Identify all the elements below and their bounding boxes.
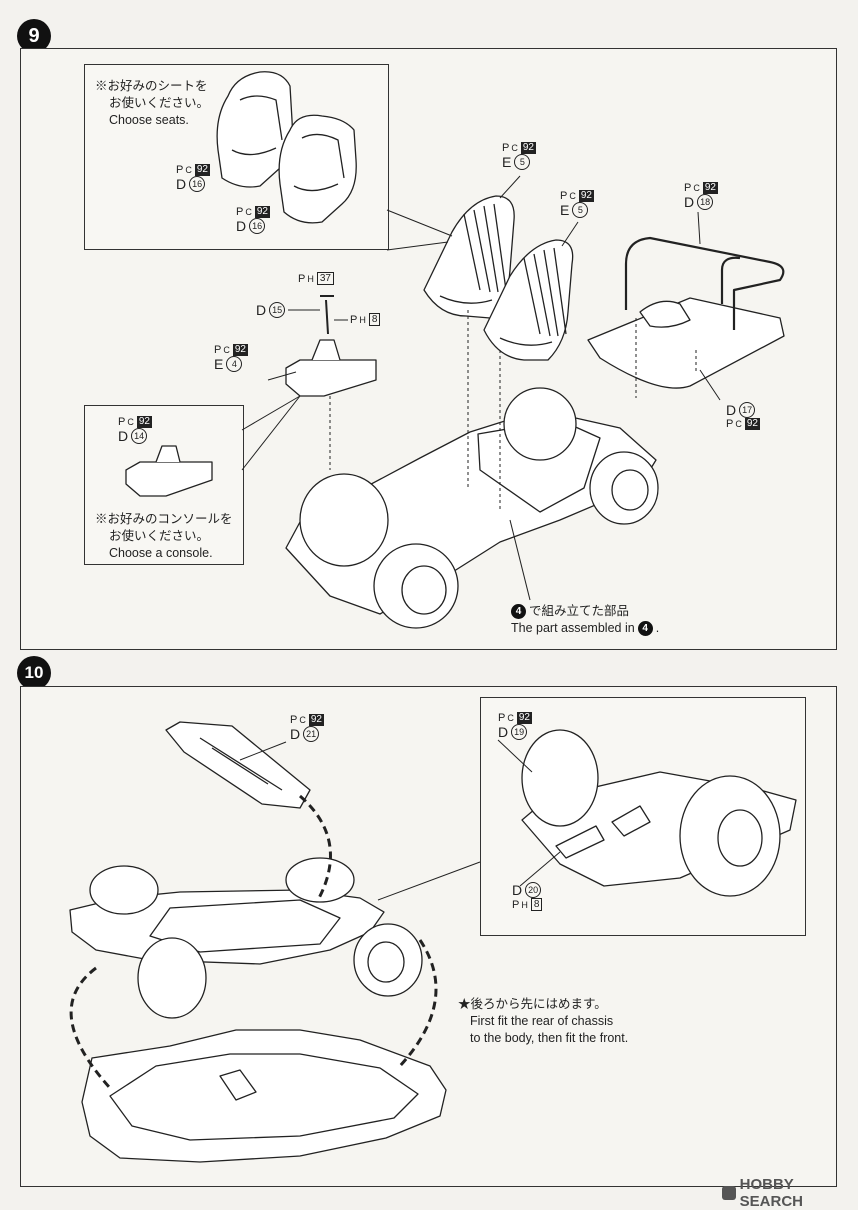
seat-2-drawing — [483, 239, 574, 361]
step-10-number: 10 — [17, 656, 51, 690]
inset-seat-1-drawing — [216, 71, 293, 188]
step-4-ref-icon: 4 — [511, 604, 526, 619]
rollbar-drawing — [624, 236, 785, 330]
seat-1-drawing — [423, 195, 515, 319]
inset-seat-2-drawing — [278, 114, 357, 224]
assembled-note-line1: 4 で組み立てた部品 — [511, 603, 659, 620]
seat-note-line3: Choose seats. — [109, 113, 189, 127]
fit-note-line3: to the body, then fit the front. — [470, 1031, 629, 1045]
assembled-note-line2: The part assembled in 4 . — [511, 621, 660, 636]
fit-order-note: ★後ろから先にはめます。 First fit the rear of chass… — [458, 996, 628, 1047]
console-options-note: ※お好みのコンソールを お使いください。 Choose a console. — [95, 511, 233, 562]
inset-console-drawing — [125, 461, 213, 497]
step-4-ref-icon: 4 — [637, 621, 653, 636]
fit-note-line2: First fit the rear of chassis — [470, 1014, 614, 1028]
seat-note-line1: ※お好みのシートを — [95, 79, 208, 93]
hobby-search-watermark: HOBBY SEARCH — [722, 1176, 858, 1210]
seat-options-note: ※お好みのシートを お使いください。 Choose seats. — [95, 78, 209, 129]
console-note-line3: Choose a console. — [109, 546, 213, 560]
assembled-part-note: 4 で組み立てた部品 The part assembled in 4 . — [511, 603, 659, 637]
console-note-line2: お使いください。 — [109, 529, 210, 543]
fit-note-line1: ★後ろから先にはめます。 — [458, 997, 607, 1011]
shifter-drawing — [320, 295, 334, 335]
console-note-line1: ※お好みのコンソールを — [95, 512, 233, 526]
seat-note-line2: お使いください。 — [109, 96, 210, 110]
hobby-search-logo-icon — [722, 1186, 736, 1200]
step-9-number: 9 — [17, 19, 51, 53]
